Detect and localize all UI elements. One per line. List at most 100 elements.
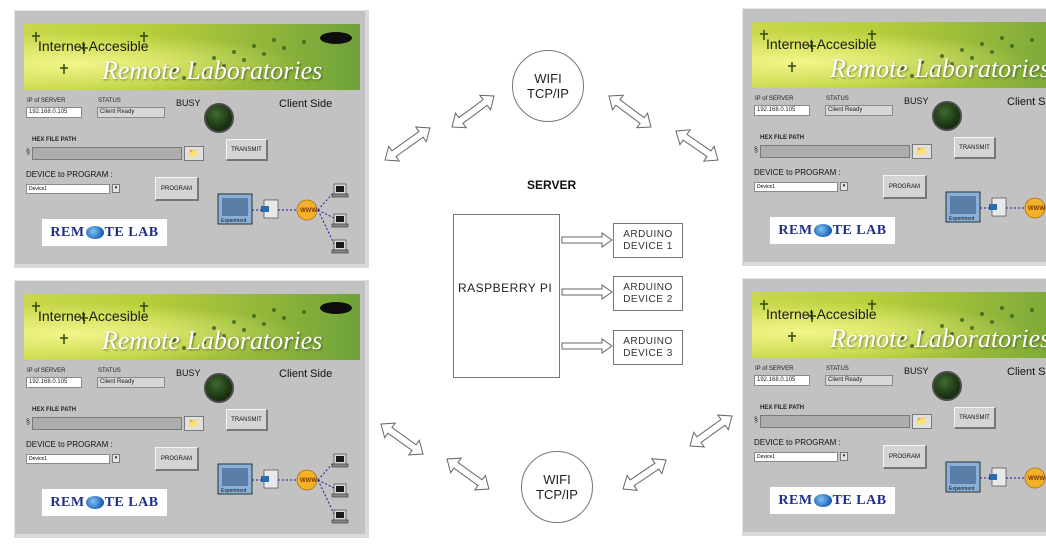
arrow-wifi-to-panel1 <box>451 94 495 129</box>
banner: Internet Accesible Remote Laboratories <box>24 24 360 90</box>
device-select-arrow-icon[interactable]: ▾ <box>840 182 848 191</box>
busy-indicator <box>932 101 962 131</box>
client-panel-2: Internet Accesible Remote Laboratories I… <box>14 280 369 538</box>
folder-icon: 📁 <box>188 148 200 158</box>
ip-field[interactable]: 192.168.0.105 <box>26 377 82 388</box>
client-side-label: Client Side <box>1007 96 1046 108</box>
status-label: STATUS <box>826 96 849 102</box>
globe-icon <box>85 496 104 509</box>
banner: Internet Accesible Remote Laboratories <box>24 294 360 360</box>
server-title: SERVER <box>527 178 577 192</box>
arrow-panel3-to-wifi <box>675 129 719 162</box>
raspberry-pi-box: RASPBERRY PI <box>453 214 560 378</box>
folder-browse-button[interactable]: 📁 <box>184 416 204 431</box>
ip-field[interactable]: 192.168.0.105 <box>26 107 82 118</box>
ip-field[interactable]: 192.168.0.105 <box>754 105 810 116</box>
arrow-panel2-to-wifi <box>380 422 424 456</box>
transmit-button[interactable]: TRANSMIT <box>954 137 996 159</box>
client-panel-1: Internet Accesible Remote Laboratories I… <box>14 10 369 268</box>
hex-path-input[interactable] <box>760 145 910 158</box>
www-caption: WWW <box>300 208 317 214</box>
device-select-arrow-icon[interactable]: ▾ <box>840 452 848 461</box>
device-label: DEVICE to PROGRAM : <box>26 170 113 179</box>
status-field: Client Ready <box>825 105 893 116</box>
hex-path-label: HEX FILE PATH <box>32 407 77 413</box>
banner-subtitle: Remote Laboratories <box>102 56 323 85</box>
client-panel-3: Internet Accesible Remote Laboratories I… <box>742 8 1046 266</box>
arduino-device-1: ARDUINO DEVICE 1 <box>613 223 683 258</box>
busy-label: BUSY <box>176 98 201 108</box>
circuit-board-graphic <box>760 30 1034 78</box>
banner-title: Internet Accesible <box>38 308 149 324</box>
busy-label: BUSY <box>904 366 929 376</box>
arrow-rpi-to-arduino-3 <box>561 338 613 354</box>
hex-path-input[interactable] <box>32 417 182 430</box>
program-button[interactable]: PROGRAM <box>155 177 199 201</box>
banner: Internet Accesible Remote Laboratories <box>752 22 1046 88</box>
hex-path-label: HEX FILE PATH <box>32 137 77 143</box>
circuit-board-graphic <box>760 300 1034 348</box>
device-label: DEVICE to PROGRAM : <box>754 438 841 447</box>
program-button[interactable]: PROGRAM <box>883 175 927 199</box>
status-field: Client Ready <box>97 377 165 388</box>
program-button[interactable]: PROGRAM <box>883 445 927 469</box>
arrow-wifi-to-panel4 <box>622 458 667 491</box>
device-label: DEVICE to PROGRAM : <box>26 440 113 449</box>
experiment-caption: Experiment <box>221 218 247 224</box>
ip-label: IP of SERVER <box>27 98 66 104</box>
transmit-button[interactable]: TRANSMIT <box>226 139 268 161</box>
folder-browse-button[interactable]: 📁 <box>912 414 932 429</box>
www-caption: WWW <box>1028 206 1045 212</box>
device-select-arrow-icon[interactable]: ▾ <box>112 454 120 463</box>
arrow-panel4-to-wifi <box>689 414 733 448</box>
hex-path-input[interactable] <box>760 415 910 428</box>
path-prefix: § <box>26 419 30 426</box>
folder-icon: 📁 <box>188 418 200 428</box>
device-select-arrow-icon[interactable]: ▾ <box>112 184 120 193</box>
path-prefix: § <box>754 417 758 424</box>
network-illustration: Experiment WWW <box>945 461 1046 493</box>
circuit-board-graphic <box>32 32 352 80</box>
hex-path-input[interactable] <box>32 147 182 160</box>
folder-browse-button[interactable]: 📁 <box>912 144 932 159</box>
device-select[interactable]: Device1 <box>754 182 838 192</box>
banner-subtitle: Remote Laboratories <box>830 324 1046 353</box>
device-select[interactable]: Device1 <box>26 454 110 464</box>
folder-icon: 📁 <box>916 146 928 156</box>
banner-subtitle: Remote Laboratories <box>102 326 323 355</box>
www-caption: WWW <box>300 478 317 484</box>
ip-field[interactable]: 192.168.0.105 <box>754 375 810 386</box>
banner-title: Internet Accesible <box>766 306 877 322</box>
status-field: Client Ready <box>825 375 893 386</box>
status-label: STATUS <box>98 368 121 374</box>
device-select[interactable]: Device1 <box>26 184 110 194</box>
banner-title: Internet Accesible <box>38 38 149 54</box>
raspberry-pi-label: RASPBERRY PI <box>458 281 553 295</box>
arrow-wifi-to-panel3 <box>608 94 652 129</box>
client-side-label: Client Side <box>279 98 333 110</box>
busy-label: BUSY <box>176 368 201 378</box>
program-button[interactable]: PROGRAM <box>155 447 199 471</box>
path-prefix: § <box>754 147 758 154</box>
transmit-button[interactable]: TRANSMIT <box>954 407 996 429</box>
status-field: Client Ready <box>97 107 165 118</box>
busy-indicator <box>204 103 234 133</box>
folder-browse-button[interactable]: 📁 <box>184 146 204 161</box>
arrow-rpi-to-arduino-2 <box>561 284 613 300</box>
globe-icon <box>85 226 104 239</box>
transmit-button[interactable]: TRANSMIT <box>226 409 268 431</box>
busy-indicator <box>932 371 962 401</box>
banner: Internet Accesible Remote Laboratories <box>752 292 1046 358</box>
folder-icon: 📁 <box>916 416 928 426</box>
arrow-wifi-to-panel2 <box>446 457 490 491</box>
banner-title: Internet Accesible <box>766 36 877 52</box>
arduino-device-2: ARDUINO DEVICE 2 <box>613 276 683 311</box>
device-select[interactable]: Device1 <box>754 452 838 462</box>
banner-subtitle: Remote Laboratories <box>830 54 1046 83</box>
arrow-rpi-to-arduino-1 <box>561 232 613 248</box>
experiment-caption: Experiment <box>949 216 975 222</box>
